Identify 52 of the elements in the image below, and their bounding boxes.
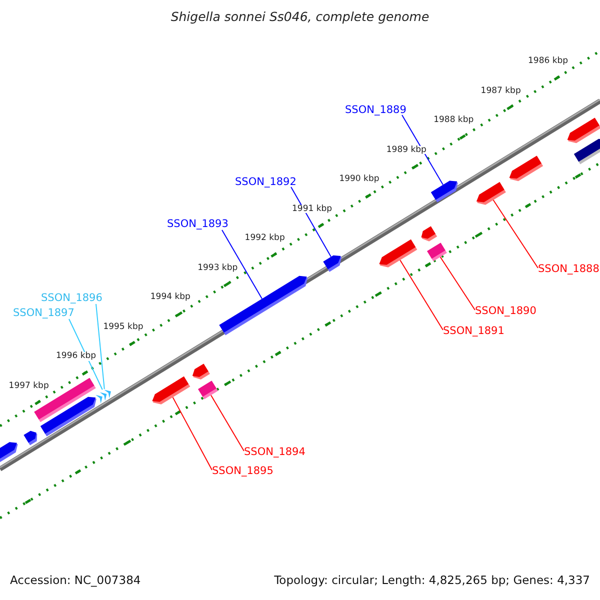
gene-label: SSON_1897 — [13, 308, 74, 318]
gene-label: SSON_1894 — [244, 447, 306, 458]
gene-label: SSON_1891 — [443, 326, 504, 336]
gene-feature — [96, 390, 111, 404]
gene-feature — [574, 138, 600, 164]
gene-feature — [198, 380, 218, 400]
leader-line — [210, 394, 244, 452]
leader-line — [402, 114, 444, 186]
gene-feature — [40, 396, 96, 436]
gene-feature — [192, 364, 210, 380]
scale-label: 1988 kbp — [434, 116, 474, 124]
scale-label: 1996 kbp — [56, 352, 96, 360]
scale-label: 1994 kbp — [150, 293, 190, 302]
scale-label: 1995 kbp — [103, 322, 144, 331]
gene-feature — [219, 276, 308, 336]
leader-line — [68, 318, 103, 390]
scale-label: 1993 kbp — [198, 264, 238, 272]
gene-label: SSON_1895 — [212, 466, 274, 476]
gene-label: SSON_1896 — [41, 293, 102, 304]
leader-line — [172, 396, 212, 470]
leader-line — [290, 186, 332, 258]
gene-feature — [152, 376, 190, 404]
scale-label: 1989 kbp — [386, 146, 426, 154]
leader-line — [492, 200, 538, 268]
gene-feature — [379, 239, 418, 268]
leader-line — [96, 304, 105, 390]
gene-label: SSON_1889 — [345, 105, 406, 116]
scale-label: 1990 kbp — [339, 175, 380, 184]
leader-line — [400, 260, 444, 330]
gene-feature — [427, 242, 447, 262]
gene-feature — [24, 430, 38, 446]
gene-feature — [323, 255, 342, 272]
genome-summary-text: Topology: circular; Length: 4,825,265 bp; Genes: 4,337 — [274, 575, 590, 586]
scale-label: 1991 kbp — [292, 204, 332, 213]
accession-text: Accession: NC_007384 — [10, 575, 141, 586]
scale-label: 1992 kbp — [244, 234, 285, 242]
gene-label: SSON_1892 — [235, 177, 296, 188]
title: Shigella sonnei Ss046, complete genome — [170, 11, 430, 24]
gene-label: SSON_1890 — [475, 306, 536, 316]
gene-feature — [476, 182, 506, 205]
scale-label: 1987 kbp — [480, 86, 521, 95]
gene-feature — [430, 180, 458, 202]
gene-feature — [509, 156, 544, 182]
gene-label: SSON_1893 — [167, 219, 228, 230]
gene-feature — [567, 118, 600, 144]
scale-label: 1986 kbp — [528, 57, 568, 66]
leader-line — [222, 230, 262, 300]
gene-label: SSON_1888 — [538, 264, 600, 274]
scale-label: 1997 kbp — [8, 382, 49, 390]
gene-feature — [421, 226, 438, 242]
leader-line — [440, 256, 476, 310]
gene-feature — [0, 442, 18, 465]
